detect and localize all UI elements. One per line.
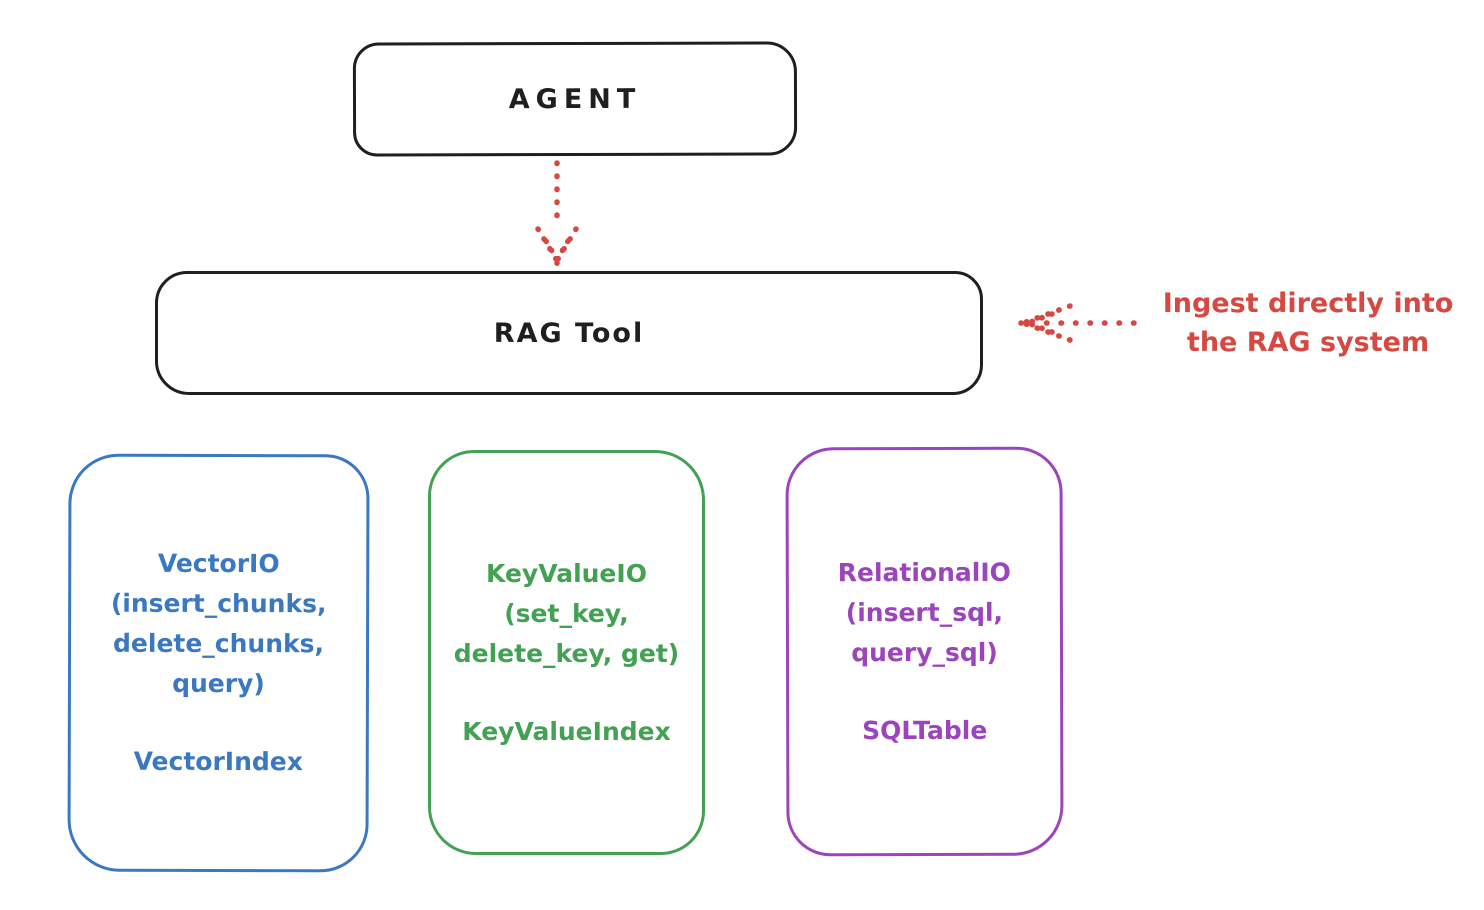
vector-io-sig-line3: query) <box>172 668 265 699</box>
arrow-annotation-to-ragtool <box>1018 303 1137 343</box>
ingest-annotation-line2: the RAG system <box>1186 327 1430 358</box>
keyvalue-io-sig-line2: delete_key, get) <box>453 638 680 668</box>
keyvalue-io-title: KeyValueIO <box>486 558 647 588</box>
sql-table-label: SQLTable <box>862 715 988 745</box>
relational-io-box: RelationalIO (insert_sql, query_sql) SQL… <box>785 446 1064 857</box>
vector-io-box: VectorIO (insert_chunks, delete_chunks, … <box>67 453 370 873</box>
relational-io-sig-line1: (insert_sql, <box>845 597 1004 627</box>
agent-box: AGENT <box>352 41 798 157</box>
rag-tool-box: RAG Tool <box>155 271 983 395</box>
ingest-annotation-line1: Ingest directly into <box>1162 288 1454 319</box>
relational-io-title: RelationalIO <box>837 557 1011 587</box>
keyvalue-index-label: KeyValueIndex <box>462 716 671 746</box>
vector-index-label: VectorIndex <box>133 746 303 777</box>
vector-io-sig-line1: (insert_chunks, <box>110 588 327 619</box>
rag-tool-label: RAG Tool <box>493 317 645 349</box>
keyvalue-io-box: KeyValueIO (set_key, delete_key, get) Ke… <box>428 450 705 855</box>
keyvalue-io-sig-line1: (set_key, <box>504 598 629 628</box>
agent-label: AGENT <box>508 83 642 115</box>
arrow-agent-to-ragtool <box>535 160 579 266</box>
vector-io-title: VectorIO <box>157 548 280 579</box>
vector-io-sig-line2: delete_chunks, <box>113 628 325 659</box>
relational-io-sig-line2: query_sql) <box>851 637 998 667</box>
ingest-annotation: Ingest directly into the RAG system <box>1138 284 1478 362</box>
